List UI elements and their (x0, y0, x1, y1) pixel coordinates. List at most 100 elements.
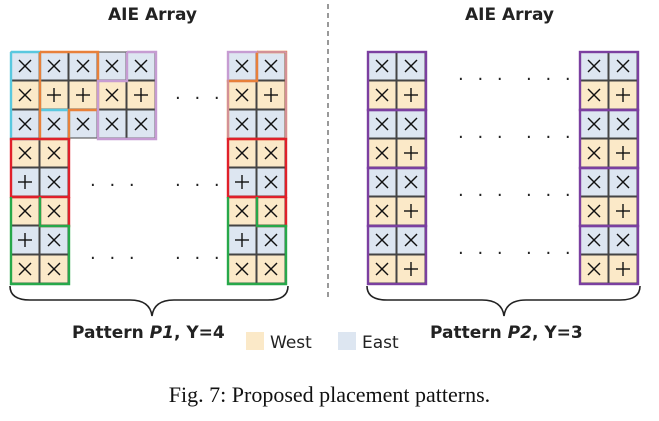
aie-tile (396, 196, 426, 226)
aie-tile (10, 225, 40, 255)
legend-east-label: East (362, 333, 399, 353)
aie-tile (256, 80, 286, 110)
cross-mark (47, 117, 61, 131)
cross-mark (235, 204, 249, 218)
cross-mark (18, 117, 32, 131)
aie-tile (10, 167, 40, 197)
aie-tile (367, 51, 397, 81)
aie-tile (367, 80, 397, 110)
aie-tile (97, 109, 127, 139)
aie-tile (608, 138, 638, 168)
aie-tile (39, 109, 69, 139)
aie-tile (256, 167, 286, 197)
cross-mark (587, 262, 601, 276)
aie-tile (367, 196, 397, 226)
aie-tile (39, 51, 69, 81)
ellipsis-dots: · · · (175, 175, 224, 196)
cross-mark (134, 117, 148, 131)
pattern-regions (9, 50, 640, 286)
cross-mark (587, 175, 601, 189)
aie-tile (126, 109, 156, 139)
ellipsis-dots: · · · (458, 243, 507, 264)
aie-tile (227, 225, 257, 255)
ellipsis-dots: · · · (90, 248, 139, 269)
cross-mark (404, 175, 418, 189)
aie-tile (367, 225, 397, 255)
cross-mark (18, 262, 32, 276)
right-panel-title: AIE Array (465, 5, 554, 25)
cross-mark (18, 88, 32, 102)
cross-mark (616, 59, 630, 73)
aie-tile (10, 138, 40, 168)
cross-mark (375, 175, 389, 189)
aie-tile (10, 51, 40, 81)
region-purple (578, 224, 640, 286)
aie-tile (579, 196, 609, 226)
aie-tile (396, 167, 426, 197)
aie-tile (579, 138, 609, 168)
aie-tile (39, 167, 69, 197)
aie-tile (39, 80, 69, 110)
cross-mark (587, 233, 601, 247)
cross-mark (375, 117, 389, 131)
aie-tile (608, 196, 638, 226)
aie-tile (579, 109, 609, 139)
cross-mark (264, 59, 278, 73)
aie-tile (396, 51, 426, 81)
cross-mark (404, 117, 418, 131)
cross-mark (134, 59, 148, 73)
aie-tile (608, 167, 638, 197)
ellipsis-group: · · · · · · · · · · · · · · · · · · · · · · · ·… (90, 69, 575, 269)
aie-tile (68, 51, 98, 81)
aie-tile (579, 254, 609, 284)
aie-tile (608, 109, 638, 139)
aie-tile (367, 138, 397, 168)
cross-mark (375, 233, 389, 247)
aie-tile (227, 167, 257, 197)
aie-tile (10, 196, 40, 226)
ellipsis-dots: · · · (175, 88, 224, 109)
aie-tile (396, 80, 426, 110)
cross-mark (105, 59, 119, 73)
left-brace (9, 285, 289, 317)
aie-tile (97, 51, 127, 81)
aie-tile (579, 167, 609, 197)
aie-tile (227, 254, 257, 284)
left-grid-cells (10, 51, 286, 284)
region-green (9, 197, 71, 286)
cross-mark (47, 175, 61, 189)
cross-mark (105, 88, 119, 102)
right-pattern-label: Pattern P2, Y=3 (430, 323, 583, 343)
left-panel-title: AIE Array (108, 5, 197, 25)
aie-tile (367, 167, 397, 197)
cross-mark (18, 146, 32, 160)
region-purple (366, 224, 428, 286)
cross-mark (18, 204, 32, 218)
left-pattern-label: Pattern P1, Y=4 (72, 323, 225, 343)
aie-tile (579, 225, 609, 255)
aie-tile (256, 225, 286, 255)
right-brace (366, 285, 641, 317)
aie-tile (579, 80, 609, 110)
cross-mark (587, 204, 601, 218)
ellipsis-dots: · · · (526, 185, 575, 206)
cross-mark (47, 59, 61, 73)
cross-mark (47, 262, 61, 276)
cross-mark (587, 117, 601, 131)
aie-tile (227, 138, 257, 168)
cross-mark (235, 146, 249, 160)
aie-tile (256, 254, 286, 284)
cross-mark (76, 117, 90, 131)
ellipsis-dots: · · · (458, 185, 507, 206)
aie-tile (39, 196, 69, 226)
legend-west-swatch (246, 332, 264, 350)
cross-mark (264, 204, 278, 218)
cross-mark (235, 59, 249, 73)
ellipsis-dots: · · · (458, 69, 507, 90)
aie-tile (227, 80, 257, 110)
cross-mark (235, 88, 249, 102)
cross-mark (264, 175, 278, 189)
ellipsis-dots: · · · (526, 127, 575, 148)
aie-tile (256, 51, 286, 81)
cross-mark (375, 146, 389, 160)
